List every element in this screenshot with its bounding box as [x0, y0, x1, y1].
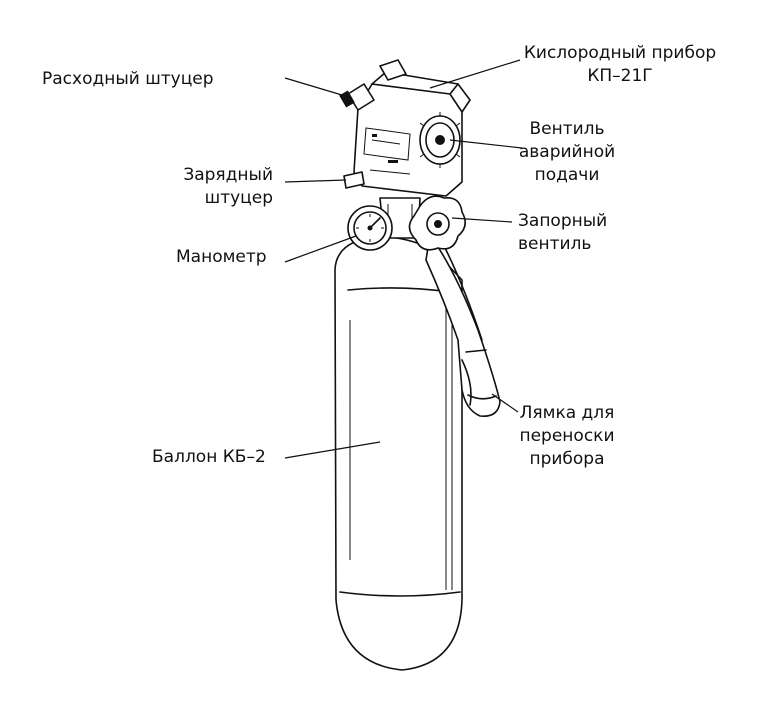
- label-carry-strap-line-2: переноски: [519, 426, 615, 446]
- emergency-valve-dial: [419, 112, 461, 168]
- leader-oxygen-device: [429, 59, 521, 89]
- label-manometer-text: Манометр: [176, 247, 267, 267]
- leader-outlet-fitting: [284, 77, 353, 99]
- label-shutoff-valve-line-2: вентиль: [518, 234, 592, 254]
- label-carry-strap-line-3: прибора: [529, 449, 605, 469]
- leader-emergency-valve: [449, 139, 523, 149]
- shutoff-valve-wheel: [408, 195, 466, 251]
- label-carry-strap: Лямка для переноски прибора: [512, 402, 622, 471]
- label-cylinder: Баллон КБ–2: [152, 446, 266, 469]
- outlet-fitting: [339, 59, 407, 111]
- leader-charging-fitting: [284, 179, 347, 183]
- label-charging-fitting: Зарядный штуцер: [177, 164, 273, 210]
- label-emergency-valve-line-2: аварийной: [518, 142, 616, 162]
- label-shutoff-valve: Запорный вентиль: [518, 210, 607, 256]
- cylinder-kb2: [334, 235, 463, 671]
- label-carry-strap-line-1: Лямка для: [519, 403, 615, 423]
- label-outlet-fitting: Расходный штуцер: [42, 68, 214, 91]
- leader-cylinder: [284, 441, 381, 459]
- label-charging-fitting-line-1: Зарядный: [183, 165, 273, 185]
- label-oxygen-device: Кислородный прибор КП–21Г: [520, 42, 720, 88]
- label-outlet-fitting-text: Расходный штуцер: [42, 69, 214, 89]
- leader-lines: [284, 59, 523, 459]
- label-emergency-valve: Вентиль аварийной подачи: [512, 118, 622, 187]
- oxygen-device-body: [353, 71, 471, 197]
- label-emergency-valve-line-1: Вентиль: [529, 119, 605, 139]
- label-cylinder-text: Баллон КБ–2: [152, 447, 266, 467]
- label-oxygen-device-line-2: КП–21Г: [587, 66, 653, 86]
- label-charging-fitting-line-2: штуцер: [204, 188, 273, 208]
- leader-manometer: [284, 235, 357, 263]
- leader-carry-strap: [491, 393, 519, 413]
- label-manometer: Манометр: [176, 246, 267, 269]
- manometer: [347, 205, 393, 251]
- label-emergency-valve-line-3: подачи: [534, 165, 600, 185]
- leader-shutoff-valve: [451, 217, 513, 223]
- label-shutoff-valve-line-1: Запорный: [518, 211, 608, 231]
- charging-fitting: [343, 171, 365, 189]
- label-oxygen-device-line-1: Кислородный прибор: [523, 43, 717, 63]
